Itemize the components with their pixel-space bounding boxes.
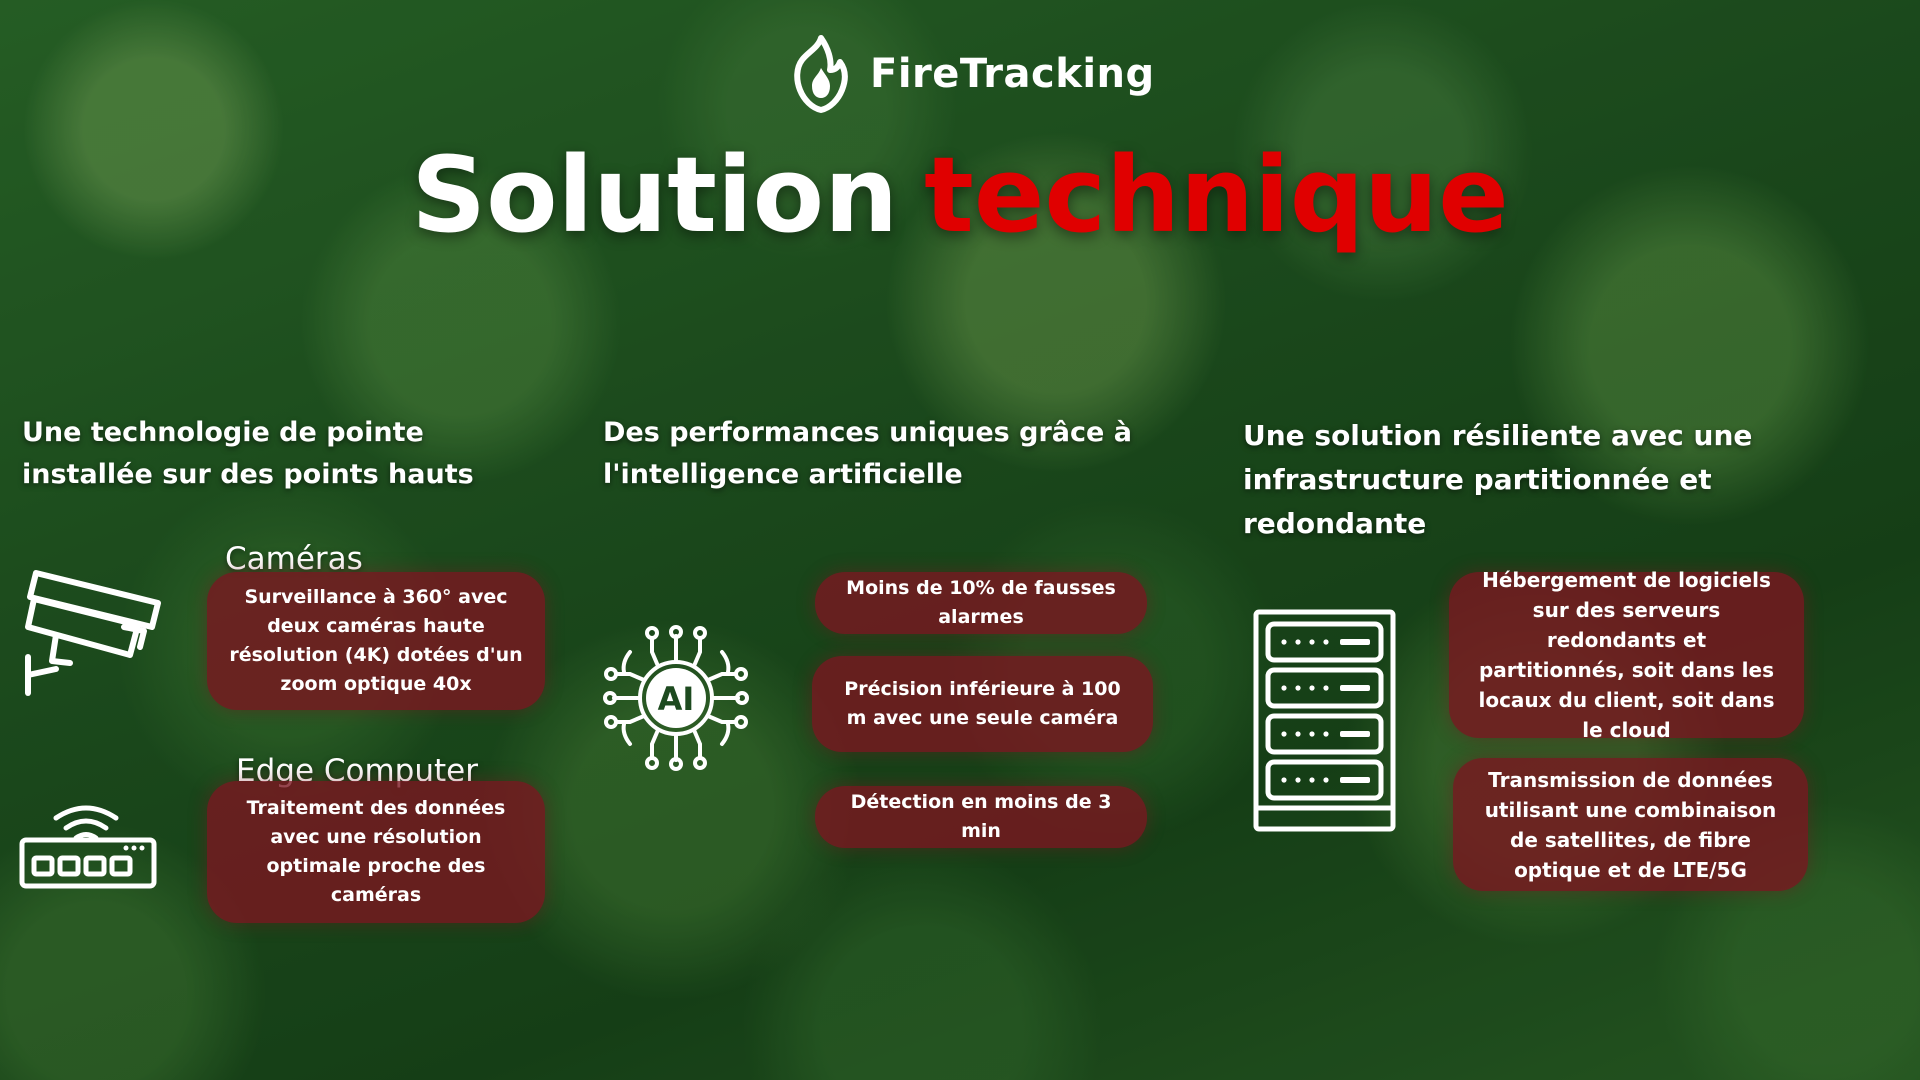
cameras-description: Surveillance à 360° avec deux caméras ha… bbox=[207, 572, 545, 710]
brand-logo: FireTracking bbox=[790, 34, 1155, 114]
cameras-label: Caméras bbox=[225, 541, 363, 577]
title-part2: technique bbox=[924, 134, 1509, 256]
edge-computer-description: Traitement des données avec une résoluti… bbox=[207, 781, 545, 923]
false-alarm-stat: Moins de 10% de fausses alarmes bbox=[815, 572, 1147, 634]
title-part1: Solution bbox=[411, 134, 899, 256]
server-rack-icon bbox=[1253, 609, 1396, 832]
ai-chip-label: AI bbox=[658, 680, 695, 718]
flame-shield-icon bbox=[794, 35, 848, 113]
precision-stat: Précision inférieure à 100 m avec une se… bbox=[812, 656, 1153, 752]
ai-chip-icon: AI bbox=[603, 625, 749, 771]
transmission-description: Transmission de données utilisant une co… bbox=[1453, 758, 1808, 891]
detection-time-stat: Détection en moins de 3 min bbox=[815, 786, 1147, 848]
column-1-heading: Une technologie de pointe installée sur … bbox=[22, 417, 474, 490]
brand-name: FireTracking bbox=[870, 51, 1155, 97]
column-2-heading: Des performances uniques grâce à l'intel… bbox=[603, 417, 1132, 490]
hosting-description: Hébergement de logiciels sur des serveur… bbox=[1449, 568, 1804, 742]
security-camera-icon bbox=[25, 570, 161, 696]
column-3-heading: Une solution résiliente avec une infrast… bbox=[1243, 419, 1753, 540]
router-icon bbox=[19, 805, 157, 889]
